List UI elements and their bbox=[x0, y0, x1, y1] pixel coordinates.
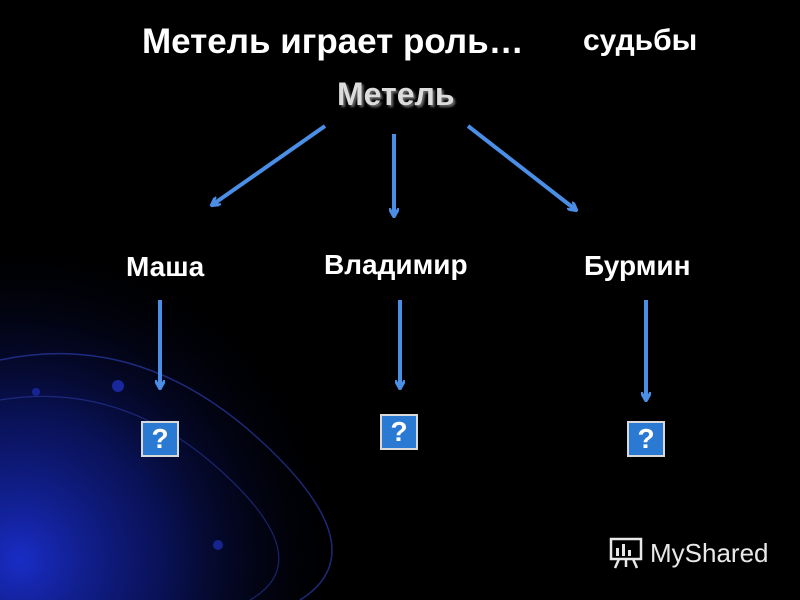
result-box-masha: ? bbox=[141, 421, 179, 457]
arrow-center-to-burmin bbox=[466, 124, 576, 210]
result-box-vladimir: ? bbox=[380, 414, 418, 450]
central-node-label: Метель bbox=[337, 76, 455, 112]
result-box-burmin: ? bbox=[627, 421, 665, 457]
arrow-center-to-masha bbox=[212, 124, 327, 205]
branch-name-burmin: Бурмин bbox=[584, 250, 691, 281]
watermark: MyShared bbox=[608, 536, 769, 570]
presentation-board-icon bbox=[609, 537, 643, 569]
branch-name-masha: Маша bbox=[126, 251, 205, 282]
title-ending: судьбы bbox=[583, 24, 698, 57]
slide-title: Метель играет роль… bbox=[142, 22, 524, 61]
branch-name-vladimir: Владимир bbox=[324, 249, 468, 280]
watermark-text: MyShared bbox=[650, 537, 769, 568]
